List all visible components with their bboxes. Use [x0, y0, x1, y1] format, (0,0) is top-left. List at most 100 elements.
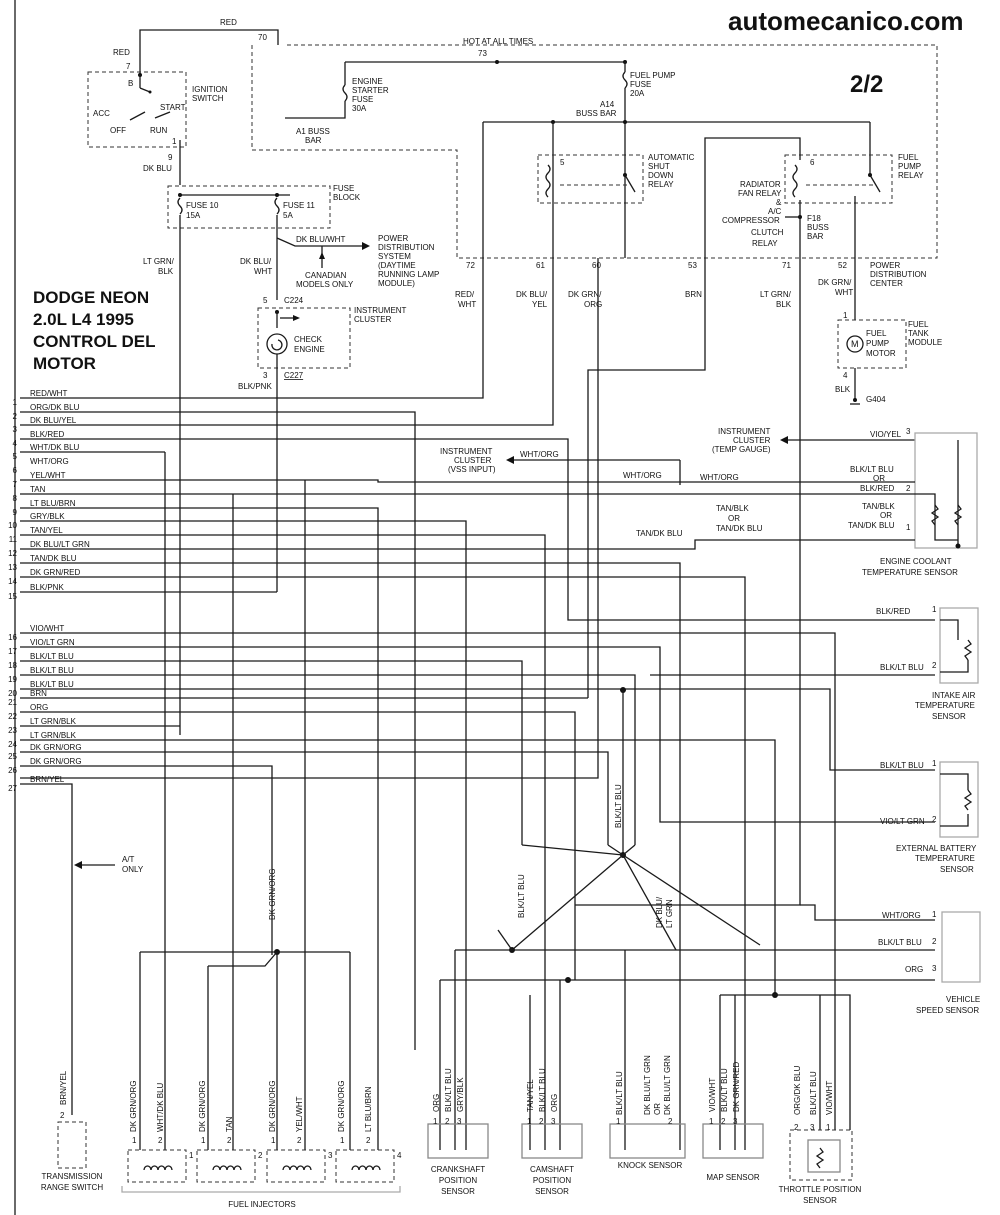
pin-label: 61: [536, 261, 545, 270]
relay-label: FAN RELAY: [738, 189, 782, 198]
knock-sensor: [609, 1123, 686, 1159]
pin-label: 1: [340, 1136, 345, 1145]
wire-label: WHT: [458, 300, 476, 309]
component-label: FUSE: [333, 184, 354, 193]
component-label: MOTOR: [866, 349, 896, 358]
pin-label: 3: [263, 371, 268, 380]
wire-label: LT BLU/BRN: [364, 1086, 373, 1132]
wire-label: BLK/LT BLU: [878, 938, 922, 947]
pin-label: 1: [932, 759, 937, 768]
wire-label: BLK/RED: [876, 607, 910, 616]
bus-label: A14: [600, 100, 615, 109]
pcm-pin-number: 7: [13, 480, 18, 489]
pin-label: 2: [932, 937, 937, 946]
component-label: TANK: [908, 329, 929, 338]
pin-label: 2: [258, 1151, 263, 1160]
wire-label: TAN/YEL: [526, 1079, 535, 1112]
pcm-pin-number: 1: [13, 398, 18, 407]
fuel-injector: [196, 1149, 256, 1183]
pcm-wire-label: ORG/DK BLU: [30, 403, 80, 412]
pcm-pin-number: 27: [8, 784, 17, 793]
pin-label: 2: [445, 1117, 450, 1126]
wire-label: WHT: [835, 288, 853, 297]
fuse-label: STARTER: [352, 86, 389, 95]
pcm-wire-label: ORG: [30, 703, 48, 712]
harness-wiring: A/T ONLY BLK/LT BLU BLK/LT BLU DK GRN/OR…: [20, 411, 935, 1150]
fuse-label: 30A: [352, 104, 367, 113]
pcm-pin-number: 13: [8, 563, 17, 572]
relay-label: RADIATOR: [740, 180, 781, 189]
pin-label: 3: [457, 1117, 462, 1126]
wire-label: DK BLU/WHT: [296, 235, 345, 244]
component-label: SENSOR: [803, 1196, 837, 1205]
fuse-label: FUSE: [352, 95, 373, 104]
pcm-pin-number: 10: [8, 521, 17, 530]
component-label: VEHICLE: [946, 995, 980, 1004]
page-number: 2/2: [850, 71, 883, 98]
pcm-pin-number: 16: [8, 633, 17, 642]
pcm-pin-number: 20: [8, 689, 17, 698]
wire-label: BLK/LT BLU: [614, 784, 623, 828]
component-label: INTAKE AIR: [932, 691, 976, 700]
wire-label: OR: [653, 1103, 662, 1115]
wire-label: BLK/LT BLU: [880, 761, 924, 770]
pcm-wire-label: YEL/WHT: [30, 471, 66, 480]
component-label: RANGE SWITCH: [41, 1183, 103, 1192]
lamp-label: ENGINE: [294, 345, 325, 354]
map-sensor: [702, 1123, 764, 1159]
component-label: CRANKSHAFT: [431, 1165, 485, 1174]
pin-label: 1: [709, 1117, 714, 1126]
wire-label: BLK: [835, 385, 851, 394]
switch-pos-label: RUN: [150, 126, 168, 135]
system-label: SYSTEM: [378, 252, 411, 261]
relay-label: PUMP: [898, 162, 921, 171]
component-label: CLUSTER: [733, 436, 771, 445]
coil-icon: [296, 1165, 305, 1171]
pin-label: 3: [551, 1117, 556, 1126]
pin-label: 1: [906, 523, 911, 532]
pin-label: 2: [668, 1117, 673, 1126]
wire-label: ORG: [905, 965, 923, 974]
pin-label: 71: [782, 261, 791, 270]
pin-label: 1: [433, 1117, 438, 1126]
wire-label: DK BLU/: [655, 896, 664, 928]
wire-label: TAN/DK BLU: [848, 521, 895, 530]
pin-label: 1: [826, 1123, 831, 1132]
pcm-pin-number: 5: [13, 452, 18, 461]
pcm-wire-label: LT BLU/BRN: [30, 499, 76, 508]
pcm-pin-number: 14: [8, 577, 17, 586]
wire-label: OR: [880, 511, 892, 520]
wire-label: DK GRN/ORG: [268, 868, 277, 920]
pin-label: 1: [132, 1136, 137, 1145]
pin-label: 3: [810, 1123, 815, 1132]
power-distribution-center: HOT AT ALL TIMES 73 ENGINE STARTER FUSE …: [20, 37, 942, 906]
pin-label: 1: [932, 605, 937, 614]
pcm-wire-label: VIO/WHT: [30, 624, 64, 633]
trs-box: [57, 1121, 87, 1169]
component-label: POWER: [870, 261, 900, 270]
pcm-wire-label: BLK/LT BLU: [30, 666, 74, 675]
crankshaft-sensor: [427, 1123, 489, 1159]
wire-label: DK GRN/ORG: [268, 1080, 277, 1132]
pin-label: 2: [60, 1111, 65, 1120]
wire-label: BLK/LT BLU: [880, 663, 924, 672]
pin-label: 3: [906, 427, 911, 436]
fuel-injector: [127, 1149, 187, 1183]
relay-label: CLUTCH: [751, 228, 784, 237]
component-label: (VSS INPUT): [448, 465, 496, 474]
pcm-pin-number: 8: [13, 494, 18, 503]
coil-icon: [212, 1165, 221, 1171]
wire-label: TAN: [225, 1116, 234, 1132]
fuse-label: 15A: [186, 211, 201, 220]
connector-label: C227: [284, 371, 304, 380]
pin-label: 1: [172, 137, 177, 146]
pcm-pin-number: 12: [8, 549, 17, 558]
relay-label: RELAY: [648, 180, 674, 189]
coil-icon: [351, 1165, 360, 1171]
fuse-label: 20A: [630, 89, 645, 98]
component-label: INSTRUMENT: [440, 447, 493, 456]
coil-icon: [303, 1165, 312, 1171]
wire-label: TAN/BLK: [716, 504, 749, 513]
pcm-pin-number: 23: [8, 726, 17, 735]
